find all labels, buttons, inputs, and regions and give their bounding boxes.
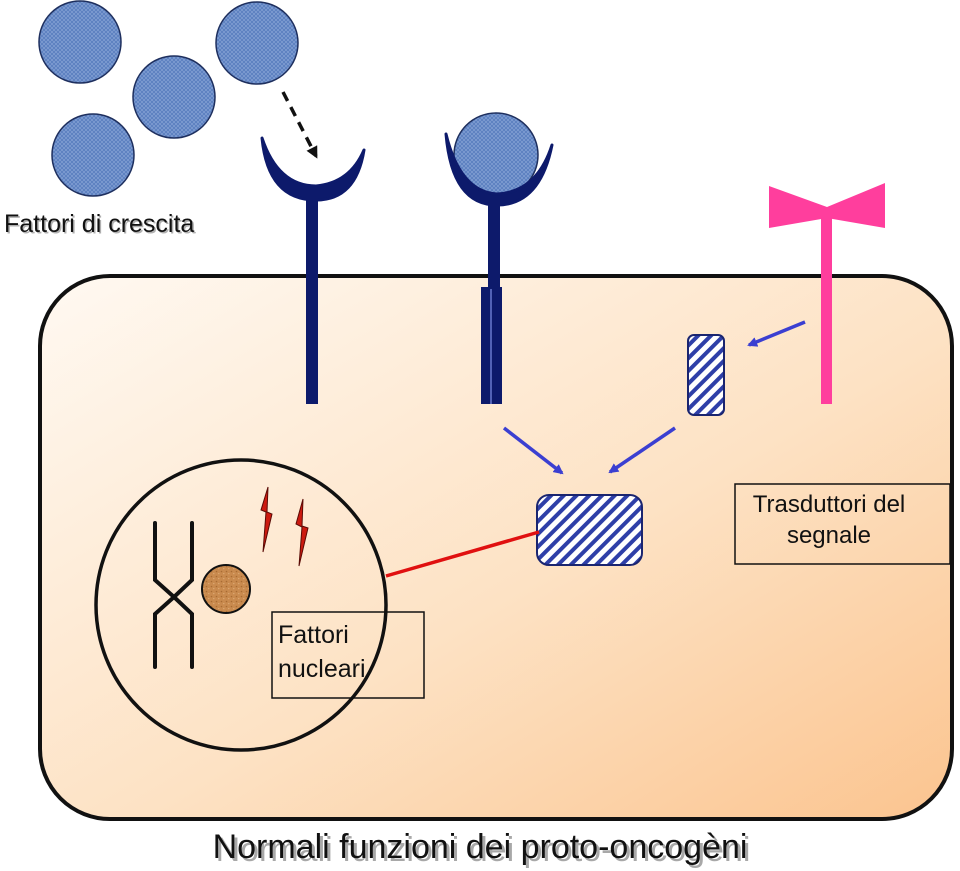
nucleus [94, 458, 388, 752]
nucleolus [201, 564, 251, 614]
pink-receptor [769, 183, 885, 404]
caption-shadow: Normali funzioni dei proto-oncogèni [216, 831, 751, 869]
signal-arrow [502, 426, 564, 475]
growth-factor [132, 55, 216, 139]
caption: Normali funzioni dei proto-oncogèni [213, 828, 748, 866]
chromosome [153, 521, 194, 669]
small-transducer [687, 334, 725, 416]
nuclear-factors-label-1: Fattori [278, 621, 349, 649]
growth-factor [38, 0, 122, 84]
nucleus-link [385, 530, 540, 578]
large-transducer [536, 494, 643, 566]
growth-factors-label: Fattori di crescita [6, 212, 196, 240]
nuclear-factors-box [271, 611, 425, 699]
growth-factors-label: Fattori di crescita [4, 210, 194, 238]
growth-factor [215, 1, 299, 85]
binding-arrow [281, 91, 318, 159]
receptor-empty [260, 136, 366, 404]
transducers-label-1: Trasduttori del [753, 491, 906, 518]
nuclear-factors-label-2: nucleari [278, 655, 366, 683]
signal-arrow [608, 426, 676, 474]
transducers-box [734, 483, 951, 565]
growth-factors [38, 0, 299, 197]
dna-mark [260, 486, 273, 553]
dna-mark [295, 498, 309, 567]
signal-arrow [747, 320, 806, 347]
transducers-label-2: segnale [787, 522, 871, 549]
receptor-bound [444, 112, 554, 404]
growth-factor [51, 113, 135, 197]
